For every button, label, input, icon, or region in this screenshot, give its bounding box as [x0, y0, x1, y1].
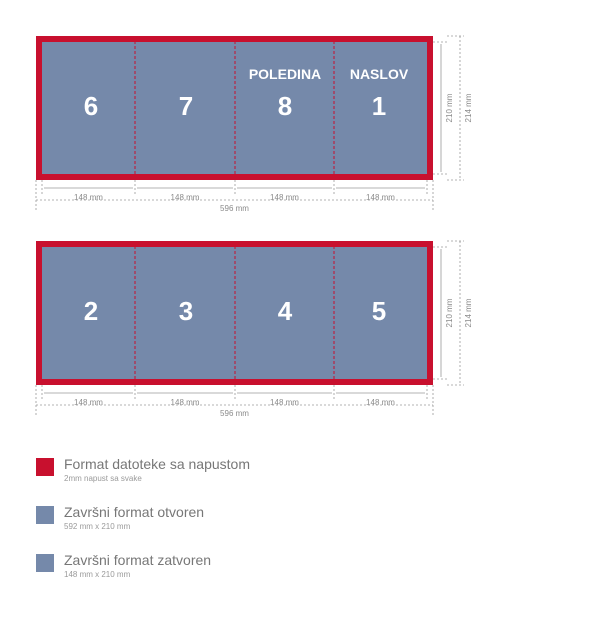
inner-height-label: 210 mm — [445, 93, 454, 122]
panel-width-label: 148 mm — [74, 193, 103, 202]
legend-subtitle: 592 mm x 210 mm — [64, 522, 131, 531]
panel-number: 7 — [179, 91, 193, 121]
panel-width-label: 148 mm — [74, 398, 103, 407]
panel-number: 3 — [179, 296, 193, 326]
legend-title: Završni format zatvoren — [64, 552, 212, 568]
legend-swatch-closed — [36, 554, 54, 572]
legend-title: Format datoteke sa napustom — [64, 456, 250, 472]
panel-number: 1 — [372, 91, 386, 121]
legend-subtitle: 148 mm x 210 mm — [64, 570, 131, 579]
panel-number: 8 — [278, 91, 292, 121]
panel-number: 6 — [84, 91, 98, 121]
panel-width-label: 148 mm — [171, 398, 200, 407]
panel-number: 5 — [372, 296, 386, 326]
outer-height-label: 214 mm — [464, 93, 473, 122]
legend-swatch-bleed — [36, 458, 54, 476]
legend-subtitle: 2mm napust sa svake — [64, 474, 142, 483]
legend-title: Završni format otvoren — [64, 504, 205, 520]
panel-width-label: 148 mm — [171, 193, 200, 202]
legend-swatch-open — [36, 506, 54, 524]
panel-width-label: 148 mm — [270, 193, 299, 202]
inner-height-label: 210 mm — [445, 298, 454, 327]
panel-number: 2 — [84, 296, 98, 326]
total-width-label: 596 mm — [220, 204, 249, 213]
total-width-label: 596 mm — [220, 409, 249, 418]
panel-number: 4 — [278, 296, 293, 326]
outer-height-label: 214 mm — [464, 298, 473, 327]
panel-label: NASLOV — [350, 66, 409, 82]
panel-width-label: 148 mm — [366, 193, 395, 202]
panel-label: POLEDINA — [249, 66, 321, 82]
panel-width-label: 148 mm — [366, 398, 395, 407]
panel-width-label: 148 mm — [270, 398, 299, 407]
